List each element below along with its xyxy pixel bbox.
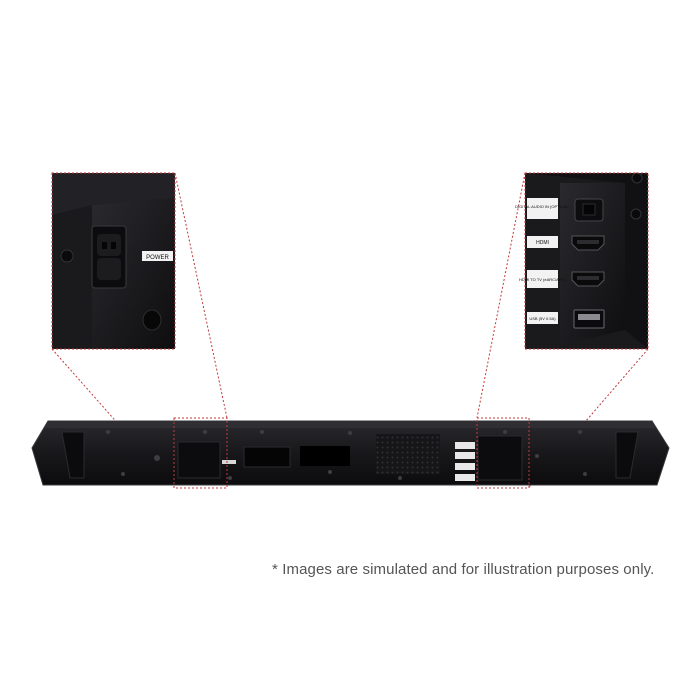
screw-hole (630, 208, 642, 220)
port-label-hdmi-tv: HDMI TO TV (eARC/ARC) (519, 277, 567, 282)
wall-mount-slot (300, 446, 350, 466)
right-end-slot (615, 431, 639, 479)
left-end-slot (61, 431, 85, 479)
port-label-tag (527, 312, 558, 324)
screw-hole (60, 249, 74, 263)
screw-hole (631, 172, 643, 184)
power-inset: POWER (51, 172, 176, 350)
port-label-tag (527, 236, 558, 248)
port-label-tag (527, 198, 558, 219)
port-label-optical-text: DIGITAL AUDIO IN (OPTICAL) (515, 204, 570, 209)
ports-inset: DIGITAL AUDIO IN (OPTICAL) HDMI HDMI TO … (515, 172, 649, 350)
power-label-tag (142, 251, 173, 261)
port-label-optical: DIGITAL AUDIO IN (OPTICAL) (515, 204, 570, 209)
disclaimer-text: * Images are simulated and for illustrat… (272, 561, 655, 578)
port-label-usb: USB (5V 0.5A) (529, 316, 556, 321)
speaker-grill (376, 434, 440, 474)
power-label: POWER (146, 255, 169, 261)
port-label-hdmi: HDMI (536, 240, 549, 246)
soundbar-body (31, 417, 670, 489)
screw-dots (106, 430, 587, 480)
port-label-tag (527, 270, 558, 288)
ports-area (477, 435, 523, 481)
wall-mount-slot (243, 446, 291, 468)
power-area (177, 441, 221, 479)
port-hole (142, 309, 162, 331)
